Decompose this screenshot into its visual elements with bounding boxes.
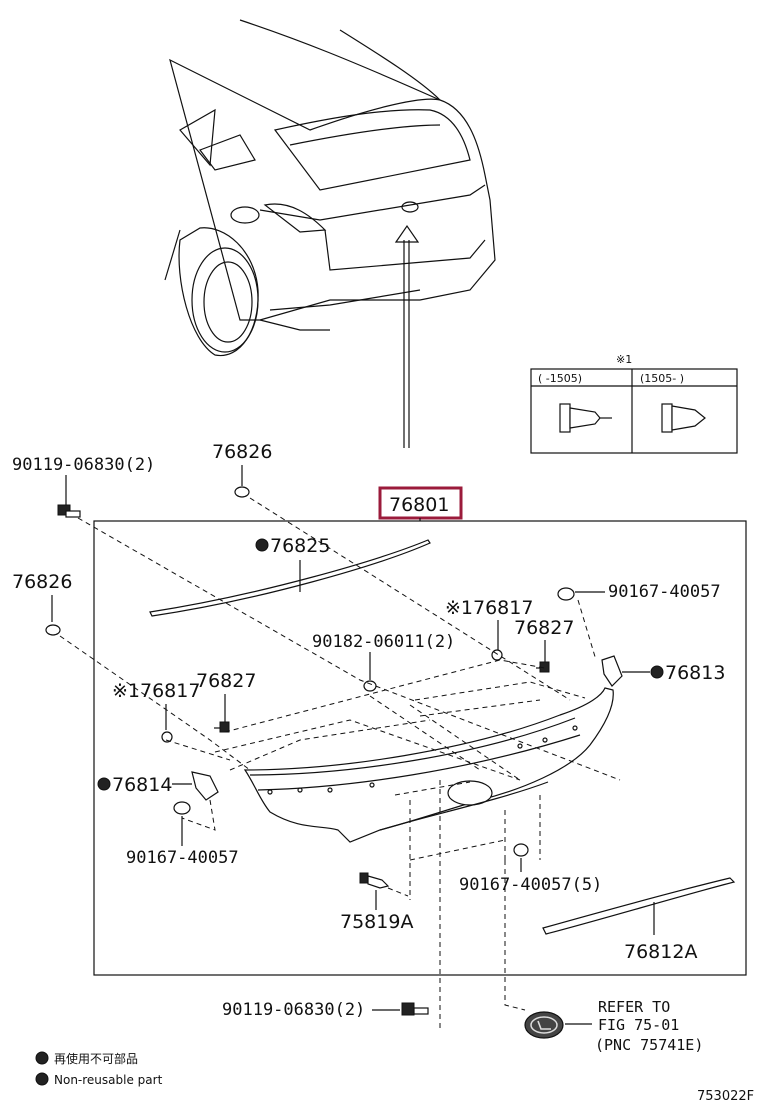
label-90119-top: 90119-06830(2) (12, 455, 155, 475)
label-76813: 76813 (665, 662, 725, 684)
label-76817-right: ※176817 (445, 597, 533, 619)
label-76827-left: 76827 (196, 670, 256, 692)
label-76814: 76814 (112, 774, 172, 796)
nut-icon-left (173, 801, 191, 815)
label-76826-left: 76826 (12, 571, 72, 593)
inset-mark: ※1 (616, 353, 632, 366)
label-76826-top: 76826 (212, 441, 272, 463)
nonreusable-dot-76825 (255, 538, 269, 552)
label-76801: 76801 (389, 494, 449, 516)
refer-line1: REFER TO (598, 998, 670, 1016)
grommet-icon (363, 680, 377, 692)
nut-icon-right-top (557, 587, 575, 601)
emblem-mount (447, 780, 493, 806)
legend-jp: 再使用不可部品 (54, 1051, 138, 1066)
label-76825: 76825 (270, 535, 330, 557)
label-76827-right: 76827 (514, 617, 574, 639)
inset-col1-label: ( -1505) (538, 372, 582, 385)
legend-en: Non-reusable part (54, 1073, 163, 1087)
clip-icon-left (45, 624, 61, 636)
bracket-76813 (601, 655, 623, 687)
refer-line3: (PNC 75741E) (595, 1036, 703, 1054)
dashed-leaders (59, 497, 621, 1030)
inset-col2-label: (1505- ) (640, 372, 684, 385)
clip-icon-top (234, 486, 250, 498)
legend-dot-en (35, 1072, 49, 1086)
label-76812a: 76812A (624, 941, 697, 963)
screw-icon-76827-right (536, 661, 550, 673)
lower-garnish-strip (542, 877, 736, 935)
clip-75819a (359, 872, 390, 889)
bolt-icon-bottom (401, 1002, 429, 1016)
clip-old-icon (559, 403, 612, 433)
clip-icon-76817-left (161, 731, 173, 743)
clip-icon-76817-right (491, 649, 503, 661)
nonreusable-dot-76814 (97, 777, 111, 791)
vehicle-rear-sketch (164, 19, 496, 448)
upper-garnish-strip (149, 539, 431, 617)
refer-line2: FIG 75-01 (598, 1016, 679, 1034)
label-90167-left: 90167-40057 (126, 848, 239, 868)
nonreusable-dot-76813 (650, 665, 664, 679)
back-door-garnish (243, 687, 614, 843)
bolt-icon-top (57, 504, 81, 518)
diagram-code: 753022F (697, 1089, 754, 1104)
clip-variant-inset: ※1 ( -1505) (1505- ) (530, 353, 738, 454)
screw-icon-76827-left (214, 721, 230, 733)
nut-icon-bottom (513, 843, 529, 857)
label-90119-bottom: 90119-06830(2) (222, 1000, 365, 1020)
label-75819a: 75819A (340, 911, 413, 933)
lexus-emblem-icon (524, 1011, 564, 1039)
bracket-76814 (191, 771, 219, 801)
label-90182: 90182-06011(2) (312, 632, 455, 652)
legend-dot-jp (35, 1051, 49, 1065)
label-76817-left: ※176817 (112, 680, 200, 702)
label-90167-bottom: 90167-40057(5) (459, 875, 602, 895)
clip-new-icon (661, 403, 706, 433)
label-90167-right-top: 90167-40057 (608, 582, 721, 602)
